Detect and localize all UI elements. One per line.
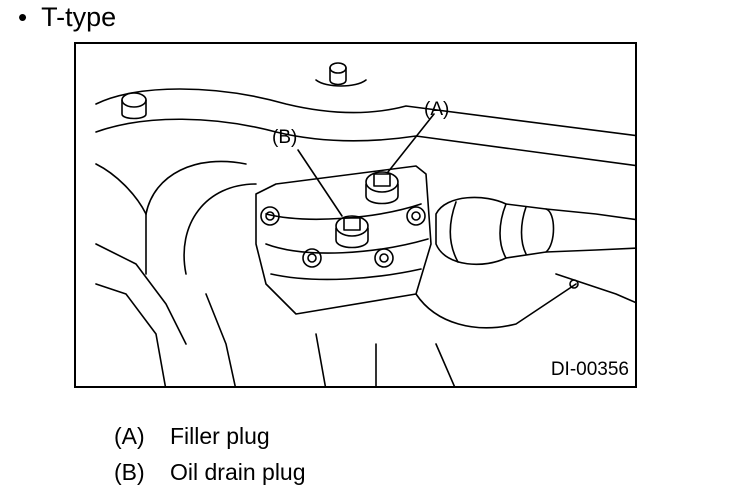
section-heading: • T-type (18, 0, 116, 34)
legend-key: (A) (114, 423, 145, 449)
differential-illustration: (A) (B) DI-00356 (74, 42, 637, 388)
bullet-icon: • (18, 2, 28, 32)
callout-b: (B) (272, 127, 298, 148)
legend: (A) Filler plug (B) Oil drain plug (114, 418, 306, 490)
legend-label: Oil drain plug (170, 459, 306, 485)
figure-id: DI-00356 (550, 359, 629, 380)
legend-key: (B) (114, 459, 145, 485)
legend-item: (B) Oil drain plug (114, 454, 306, 490)
line-drawing (95, 62, 635, 386)
heading-title: T-type (41, 2, 117, 32)
legend-label: Filler plug (170, 423, 270, 449)
legend-item: (A) Filler plug (114, 418, 306, 454)
callout-a: (A) (424, 99, 450, 120)
